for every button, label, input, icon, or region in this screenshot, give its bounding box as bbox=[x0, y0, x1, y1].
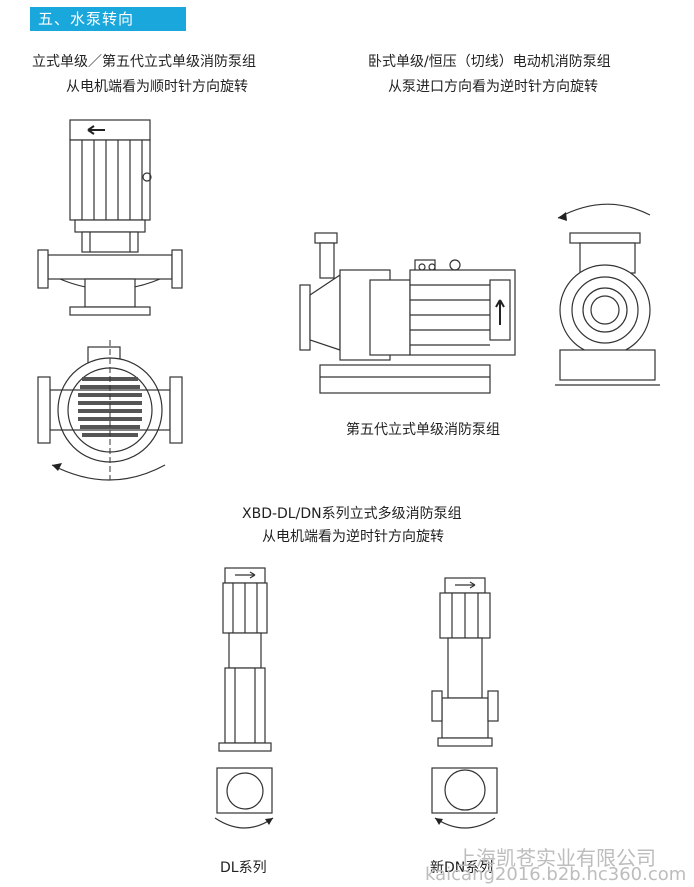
left-caption-line1: 立式单级／第五代立式单级消防泵组 bbox=[32, 54, 256, 70]
multi-caption-line1: XBD-DL/DN系列立式多级消防泵组 bbox=[242, 506, 462, 522]
watermark-company: 上海凯苍实业有限公司 bbox=[456, 846, 656, 870]
horizontal-pump-side-drawing bbox=[299, 232, 516, 394]
middle-caption: 第五代立式单级消防泵组 bbox=[346, 422, 500, 438]
dn-series-pump-drawing bbox=[431, 577, 499, 829]
dn-series-label: 新DN系列 bbox=[430, 860, 494, 876]
left-caption-line2: 从电机端看为顺时针方向旋转 bbox=[66, 79, 248, 95]
vertical-single-stage-pump-drawing bbox=[37, 119, 183, 481]
section-header: 五、水泵转向 bbox=[30, 7, 186, 31]
dl-series-label: DL系列 bbox=[220, 860, 267, 876]
multi-caption-line2: 从电机端看为逆时针方向旋转 bbox=[262, 529, 444, 545]
dl-series-pump-drawing bbox=[214, 567, 274, 829]
watermark-url: kaicang2016.b2b.hc360.com bbox=[425, 864, 687, 885]
horizontal-pump-end-drawing bbox=[555, 203, 660, 386]
right-caption-line2: 从泵进口方向看为逆时针方向旋转 bbox=[388, 79, 598, 95]
right-caption-line1: 卧式单级/恒压（切线）电动机消防泵组 bbox=[368, 54, 611, 70]
